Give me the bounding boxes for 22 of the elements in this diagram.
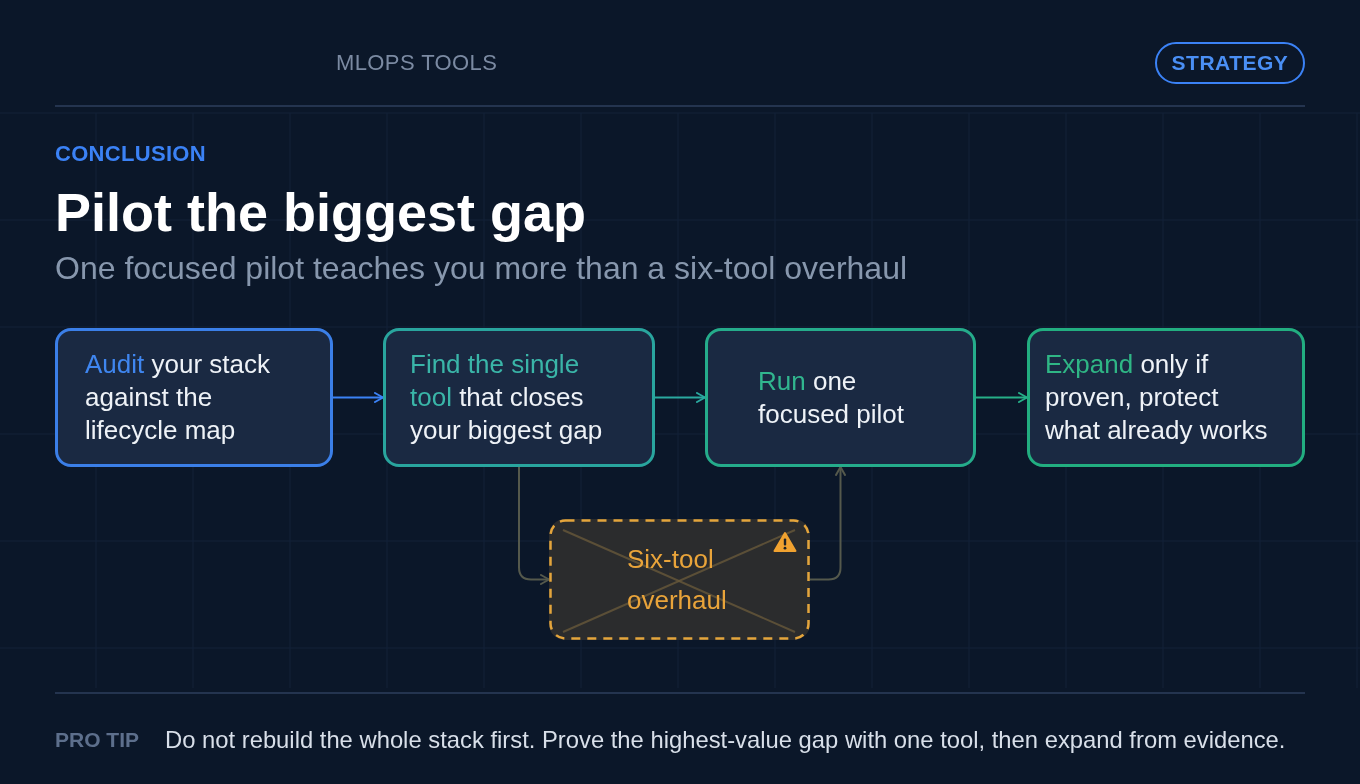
arrow [809,466,846,581]
category-tag: STRATEGY [1155,42,1305,84]
category-label: MLOPS TOOLS [336,50,498,76]
step-text: Find the single tool that closes your biggest gap [410,348,604,447]
crossed-out-box [549,519,810,640]
section-label: CONCLUSION [55,141,206,167]
process-box [55,328,333,467]
arrow [975,392,1028,403]
process-box [705,328,976,467]
step-text: Audit your stack against the lifecycle map [85,348,271,447]
tip-text: Do not rebuild the whole stack first. Prove the highest-value gap with one tool, then expand from evidence. [165,726,1286,754]
process-box [383,328,655,467]
arrow [654,392,706,403]
step-text: Expand only if proven, protect what already works [1045,348,1269,447]
step-text: Run one focused pilot [758,364,905,431]
step-text: Six-tool overhaul [627,542,728,617]
arrow [518,466,550,585]
subtitle: One focused pilot teaches you more than a six-tool overhaul [55,250,908,287]
process-box [1027,328,1305,467]
arrow [332,392,384,403]
page-title: Pilot the biggest gap [55,181,586,244]
tip-heading: PRO TIP [55,728,139,753]
